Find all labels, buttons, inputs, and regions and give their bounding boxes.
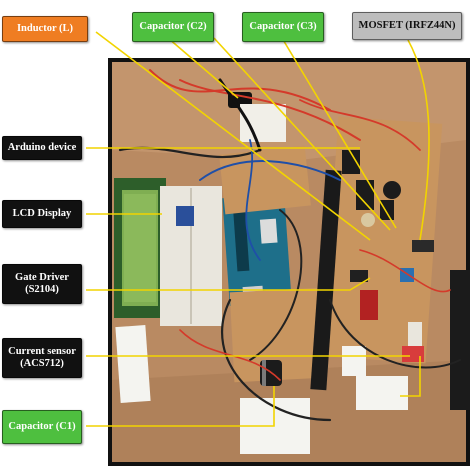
right-block: [450, 270, 470, 410]
lcd-module: [114, 178, 166, 318]
label-current-sensor-name: Current sensor: [8, 345, 76, 357]
wires: [118, 69, 461, 422]
pointer-lines: [86, 31, 430, 427]
gate-driver-part: [350, 270, 368, 282]
label-inductor: Inductor (L): [2, 16, 88, 42]
label-gate-driver: Gate Driver (S2104): [2, 264, 82, 304]
paper-note-center: [342, 346, 366, 376]
label-current-sensor-part: (ACS712): [20, 358, 64, 369]
breadboard-left: [160, 186, 222, 326]
label-capacitor-c2: Capacitor (C2): [132, 12, 214, 42]
black-rail: [310, 169, 342, 391]
perfboard-right: [321, 116, 443, 364]
label-gate-driver-name: Gate Driver: [15, 271, 69, 283]
label-lcd-display: LCD Display: [2, 200, 82, 228]
label-arduino: Arduino device: [2, 136, 82, 160]
label-gate-driver-part: (S2104): [25, 284, 59, 295]
label-capacitor-c1: Capacitor (C1): [2, 410, 82, 444]
label-capacitor-c3: Capacitor (C3): [242, 12, 324, 42]
label-current-sensor: Current sensor (ACS712): [2, 338, 82, 378]
current-sensor-part: [402, 346, 424, 362]
paper-note-left: [115, 325, 151, 403]
label-mosfet: MOSFET (IRFZ44N): [352, 12, 462, 40]
paper-note-right: [356, 376, 408, 410]
